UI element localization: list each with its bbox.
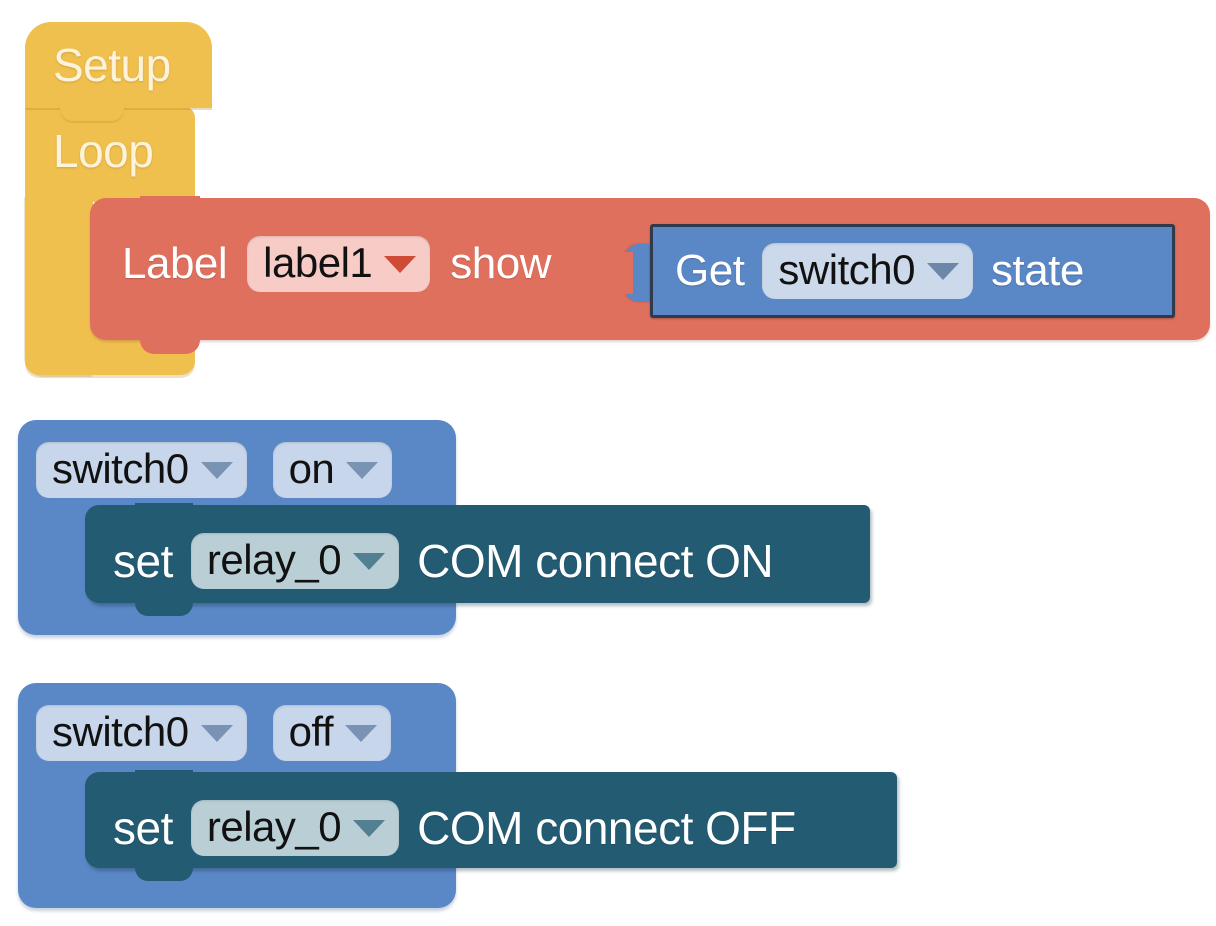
set-relay-prefix-off: set [113, 802, 173, 855]
get-prefix: Get [675, 246, 745, 296]
set-relay-prefix-on: set [113, 535, 173, 588]
get-switch-state-row: Get switch0 state [675, 243, 1084, 300]
chevron-down-icon [926, 263, 959, 281]
chevron-down-icon [353, 820, 386, 838]
set-relay-on-bottom-bump [135, 596, 193, 616]
get-suffix: state [990, 246, 1084, 296]
set-relay-off-top-notch [135, 770, 193, 787]
set-relay-suffix-on: COM connect ON [417, 535, 774, 588]
setup-block-label: Setup [53, 39, 171, 91]
set-relay-suffix-off: COM connect OFF [417, 802, 796, 855]
loop-block-header[interactable]: Loop [25, 106, 195, 202]
relay-dropdown-on[interactable]: relay_0 [190, 533, 400, 590]
set-relay-off-block[interactable]: set relay_0 COM connect OFF [85, 772, 897, 868]
switch0-off-event-header: switch0 off [36, 705, 391, 762]
chevron-down-icon [346, 462, 379, 480]
chevron-down-icon [345, 725, 377, 743]
event-device-value-on: switch0 [52, 445, 189, 492]
relay-dropdown-off[interactable]: relay_0 [190, 800, 400, 857]
label-block-top-notch [140, 196, 200, 214]
get-switch-state-block[interactable]: Get switch0 state [650, 224, 1175, 318]
set-relay-off-bottom-bump [135, 861, 193, 881]
event-state-value-off: off [288, 708, 334, 755]
label-block-bottom-bump [140, 332, 200, 354]
event-device-value-off: switch0 [52, 708, 189, 755]
label-show-suffix: show [450, 239, 551, 289]
label-name-value: label1 [263, 239, 373, 286]
setup-bottom-notch [60, 104, 124, 121]
chevron-down-icon [384, 256, 417, 274]
event-state-dropdown-on[interactable]: on [272, 442, 393, 499]
loop-block-label: Loop [53, 125, 154, 177]
switch0-on-event-header: switch0 on [36, 442, 393, 499]
event-state-value-on: on [288, 445, 335, 492]
event-device-dropdown-off[interactable]: switch0 [36, 705, 247, 762]
chevron-down-icon [200, 725, 233, 743]
setup-hat-block[interactable]: Setup [25, 22, 212, 108]
label-name-dropdown[interactable]: label1 [247, 236, 431, 293]
set-relay-on-row: set relay_0 COM connect ON [113, 533, 774, 590]
label-show-row: Label label1 show [122, 236, 551, 293]
label-show-prefix: Label [122, 239, 228, 289]
get-switch-dropdown[interactable]: switch0 [762, 243, 973, 300]
chevron-down-icon [200, 462, 233, 480]
get-switch-value: switch0 [778, 246, 915, 293]
event-device-dropdown-on[interactable]: switch0 [36, 442, 247, 499]
set-relay-off-row: set relay_0 COM connect OFF [113, 800, 796, 857]
set-relay-on-top-notch [135, 503, 193, 520]
relay-value-off: relay_0 [206, 803, 342, 850]
event-state-dropdown-off[interactable]: off [272, 705, 391, 762]
value-socket-cutout [617, 252, 633, 294]
set-relay-on-block[interactable]: set relay_0 COM connect ON [85, 505, 870, 603]
chevron-down-icon [353, 553, 386, 571]
relay-value-on: relay_0 [206, 536, 342, 583]
